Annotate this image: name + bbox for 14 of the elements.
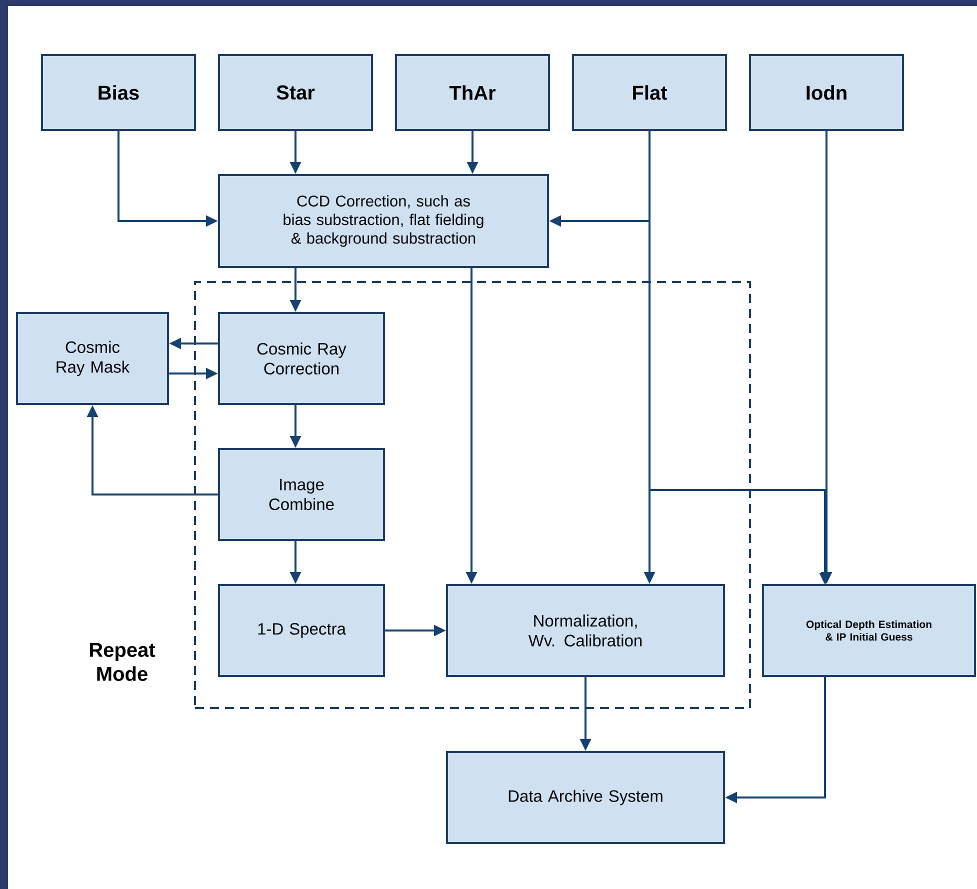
source-box: Star bbox=[218, 54, 373, 131]
process-box: CCD Correction, such as bias substraction, flat fielding & background substraction bbox=[218, 174, 549, 268]
process-box: 1-D Spectra bbox=[218, 584, 385, 677]
source-box: Iodn bbox=[749, 54, 904, 131]
process-box: Normalization, Wv. Calibration bbox=[446, 584, 725, 677]
process-box: Data Archive System bbox=[446, 751, 725, 844]
process-box: Cosmic Ray Mask bbox=[16, 312, 169, 405]
group-label: Repeat Mode bbox=[90, 643, 156, 681]
process-box: Image Combine bbox=[218, 448, 385, 541]
source-box: ThAr bbox=[395, 54, 550, 131]
source-box: Bias bbox=[41, 54, 196, 131]
process-box: Optical Depth Estimation & IP Initial Guess bbox=[762, 584, 976, 677]
source-box: Flat bbox=[572, 54, 727, 131]
process-box: Cosmic Ray Correction bbox=[218, 312, 385, 405]
